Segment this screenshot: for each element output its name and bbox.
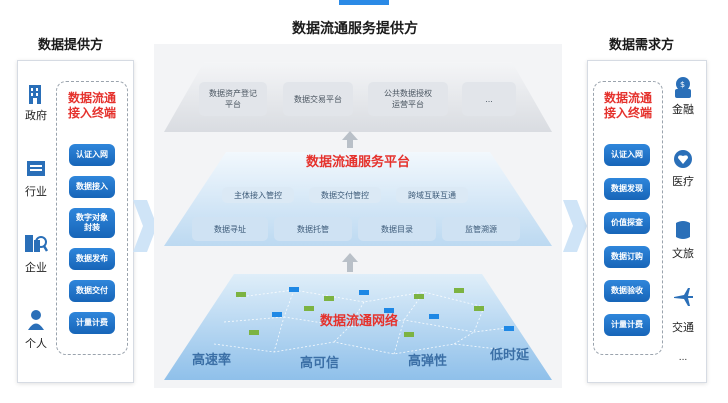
arrow-up-1 (342, 131, 358, 140)
culture-tourism-icon (676, 221, 690, 239)
provider-terminal-box: 数据流通 接入终端 认证入网 数据接入 数字对象 封装 数据发布 数据交付 计量… (56, 81, 128, 355)
demander-btn-accept[interactable]: 数据验收 (604, 280, 650, 302)
service-provider-panel: 数据资产登记 平台 数据交易平台 公共数据授权 运营平台 ... 数据流通服务平… (154, 44, 562, 388)
network-node (504, 326, 514, 331)
demander-btn-discover[interactable]: 数据发现 (604, 178, 650, 200)
module-addressing: 数据寻址 (192, 217, 268, 241)
network-node (429, 314, 439, 319)
module-supervision: 监管溯源 (442, 217, 520, 241)
arrow-stem-1 (347, 140, 353, 148)
entity-label-industry: 行业 (25, 185, 47, 198)
platform-asset-registration: 数据资产登记 平台 (199, 82, 267, 116)
finance-icon: $ (675, 77, 691, 98)
network-layer-shape (164, 274, 552, 380)
network-node (384, 308, 394, 313)
feature-high-elasticity: 高弹性 (408, 354, 448, 369)
module-custody: 数据托管 (274, 217, 352, 241)
data-demander-panel: 数据流通 接入终端 认证入网 数据发现 价值探查 数据订购 数据验收 计量计费 … (587, 60, 707, 383)
entity-label-person: 个人 (25, 337, 47, 350)
arrow-stem-2 (347, 262, 353, 272)
industry-icon (27, 161, 45, 176)
module-cross-domain: 跨域互联互通 (396, 187, 468, 203)
demander-terminal-title: 数据流通 接入终端 (603, 91, 652, 120)
arrow-up-2 (342, 253, 358, 262)
demander-terminal-box: 数据流通 接入终端 认证入网 数据发现 价值探查 数据订购 数据验收 计量计费 (593, 81, 663, 355)
sector-label-culture-tourism: 文旅 (672, 247, 694, 260)
feature-low-latency: 低时延 (490, 348, 530, 363)
center-title: 数据流通服务提供方 (292, 21, 418, 37)
network-node (404, 332, 414, 337)
demander-btn-value-explore[interactable]: 价值探查 (604, 212, 650, 234)
building-icon (29, 85, 41, 104)
network-node (289, 287, 299, 292)
feature-high-speed: 高速率 (192, 353, 232, 368)
flow-arrow-left (133, 200, 157, 252)
platform-trading: 数据交易平台 (283, 82, 353, 116)
flow-arrow-right (563, 200, 587, 252)
network-node (236, 292, 246, 297)
right-title: 数据需求方 (609, 38, 675, 53)
provider-btn-billing[interactable]: 计量计费 (69, 312, 115, 334)
provider-btn-ingest[interactable]: 数据接入 (69, 176, 115, 198)
module-catalog: 数据目录 (358, 217, 436, 241)
module-delivery-control: 数据交付管控 (309, 187, 381, 203)
platform-more: ... (462, 82, 516, 116)
provider-btn-auth[interactable]: 认证入网 (69, 144, 115, 166)
module-subject-access: 主体接入管控 (222, 187, 294, 203)
provider-btn-publish[interactable]: 数据发布 (69, 248, 115, 270)
entity-label-government: 政府 (25, 109, 47, 122)
svg-text:$: $ (680, 80, 685, 89)
sector-label-transport: 交通 (672, 321, 694, 334)
demander-btn-billing[interactable]: 计量计费 (604, 314, 650, 336)
provider-btn-encapsulate[interactable]: 数字对象 封装 (69, 208, 115, 238)
feature-high-trust: 高可信 (300, 356, 340, 371)
provider-btn-deliver[interactable]: 数据交付 (69, 280, 115, 302)
accent-bar (339, 0, 389, 5)
entity-label-enterprise: 企业 (25, 261, 47, 274)
network-node (414, 294, 424, 299)
transport-icon (674, 288, 693, 306)
left-title: 数据提供方 (38, 38, 104, 53)
platform-public-data-auth: 公共数据授权 运营平台 (368, 82, 448, 116)
network-node (324, 296, 334, 301)
service-platform-title: 数据流通服务平台 (305, 155, 410, 170)
person-icon (28, 310, 44, 330)
network-node (474, 306, 484, 311)
medical-icon (674, 150, 692, 168)
demander-btn-order[interactable]: 数据订购 (604, 246, 650, 268)
network-node (249, 330, 259, 335)
network-title: 数据流通网络 (319, 314, 398, 329)
data-provider-panel: 政府 行业 企业 个人 数据流通 接入终端 认证入网 数据接入 数字对象 封装 … (17, 60, 134, 383)
enterprise-icon (25, 235, 48, 252)
network-node (304, 306, 314, 311)
provider-terminal-title: 数据流通 接入终端 (67, 91, 116, 120)
network-node (272, 312, 282, 317)
demander-btn-auth[interactable]: 认证入网 (604, 144, 650, 166)
sector-label-finance: 金融 (672, 103, 694, 116)
network-node (454, 288, 464, 293)
sector-label-more: ... (678, 353, 688, 363)
network-node (359, 290, 369, 295)
sector-label-medical: 医疗 (672, 175, 694, 188)
